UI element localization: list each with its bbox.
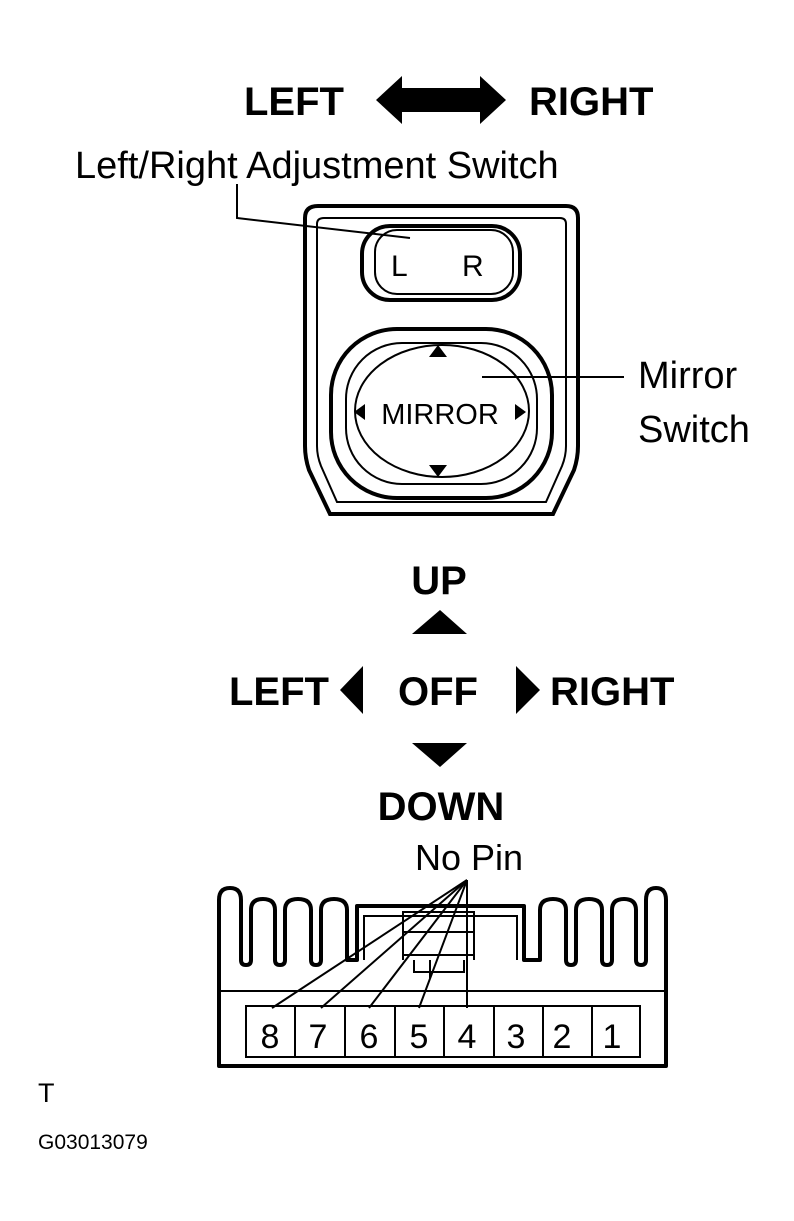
- mirror-label: MIRROR: [381, 399, 499, 431]
- dir-up-label: UP: [411, 559, 467, 603]
- dir-down-label: DOWN: [378, 785, 505, 829]
- pin-label: 7: [309, 1018, 328, 1056]
- pin-label: 5: [410, 1018, 429, 1056]
- pin-row: [245, 1005, 641, 1058]
- double-arrow-icon: [376, 76, 506, 124]
- dir-center-label: OFF: [398, 670, 478, 714]
- pin-label: 4: [458, 1018, 477, 1056]
- l-label: L: [391, 250, 408, 283]
- no-pin-label: No Pin: [415, 837, 523, 878]
- right-arrow-icon: [516, 666, 540, 714]
- top-right-label: RIGHT: [529, 80, 653, 124]
- top-left-label: LEFT: [244, 80, 344, 124]
- mirror-switch[interactable]: [329, 327, 554, 500]
- no-pin-leader-lines: [271, 879, 468, 1009]
- down-arrow-icon: [412, 743, 467, 767]
- footer-letter: T: [38, 1078, 55, 1108]
- pin-label: 2: [553, 1018, 572, 1056]
- mirror-left-arrow-icon: [354, 404, 365, 420]
- lr-switch-callout: Left/Right Adjustment Switch: [75, 145, 559, 187]
- pin-label: 8: [261, 1018, 280, 1056]
- mirror-up-arrow-icon: [429, 345, 447, 357]
- mirror-right-arrow-icon: [515, 404, 526, 420]
- lr-adjustment-switch[interactable]: [360, 224, 522, 302]
- left-arrow-icon: [340, 666, 363, 714]
- pin-label: 6: [360, 1018, 379, 1056]
- mirror-down-arrow-icon: [429, 465, 447, 477]
- pin-label: 1: [603, 1018, 622, 1056]
- mirror-switch-callout-line2: Switch: [638, 409, 750, 451]
- r-label: R: [462, 250, 484, 283]
- mirror-switch-callout-line1: Mirror: [638, 355, 738, 397]
- lr-switch-leader-line: [236, 184, 411, 239]
- connector-outline: [217, 886, 668, 1068]
- figure-code: G03013079: [38, 1131, 148, 1154]
- dir-left-label: LEFT: [229, 670, 329, 714]
- dir-right-label: RIGHT: [550, 670, 674, 714]
- up-arrow-icon: [412, 610, 467, 634]
- switch-panel: [303, 204, 580, 516]
- pin-label: 3: [507, 1018, 526, 1056]
